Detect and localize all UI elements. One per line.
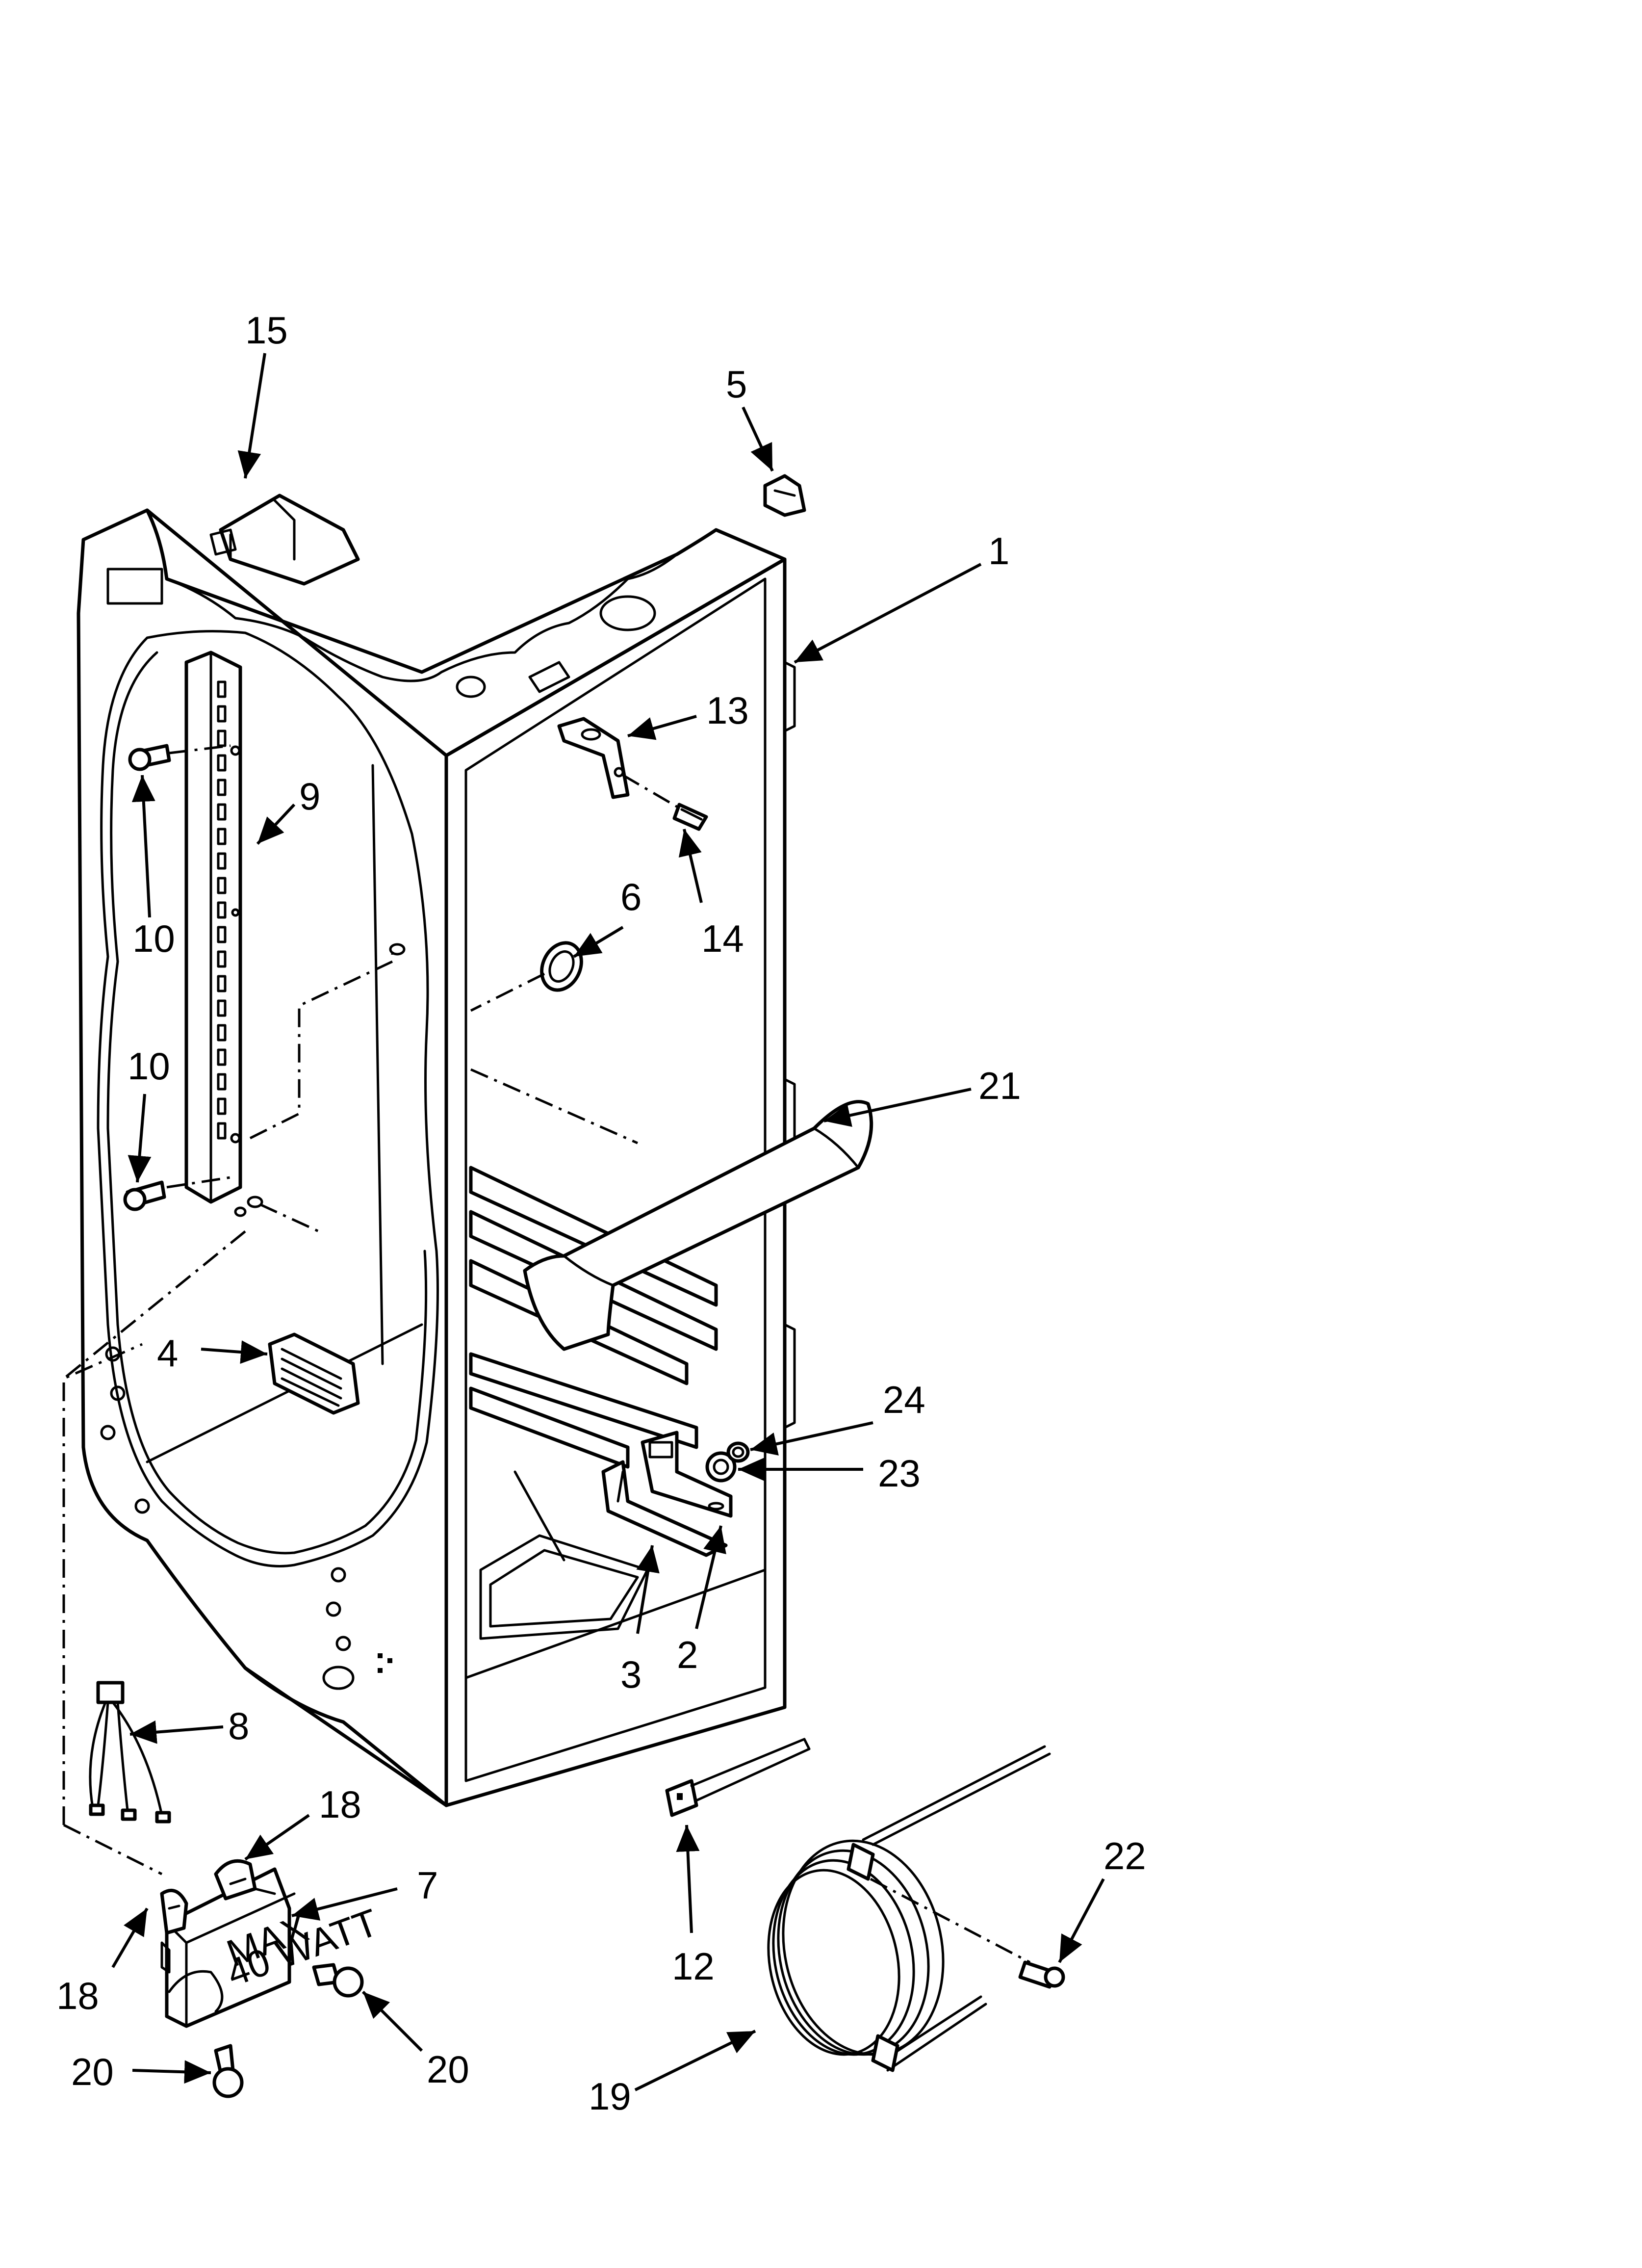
callout-labels: 15 5 1 13 9 10 14 6 10 21 4 24 23 2 3 8 … (56, 309, 1146, 2118)
part-23-knob (705, 1451, 737, 1483)
part-10-screw-lower (123, 1176, 231, 1211)
callout-20-left: 20 (71, 2050, 114, 2093)
callout-18-upper: 18 (319, 1783, 361, 1826)
part-18-clip-lower (160, 1888, 188, 1935)
part-5-clip (763, 474, 806, 517)
callout-5: 5 (726, 363, 747, 406)
callout-21: 21 (978, 1064, 1021, 1107)
part-20-bulb-right (312, 1963, 364, 1998)
part-2-bracket (641, 1431, 733, 1518)
part-21-air-duct-cover (470, 1068, 873, 1351)
callout-13: 13 (706, 689, 749, 732)
callout-2: 2 (677, 1633, 698, 1676)
part-15-control-housing (209, 494, 360, 586)
part-20-bulb-left (212, 2044, 244, 2098)
callout-7: 7 (417, 1864, 438, 1907)
part-4-grille (268, 1332, 360, 1415)
part-24-spring (726, 1441, 750, 1463)
callout-8: 8 (228, 1704, 249, 1747)
callout-12: 12 (672, 1945, 715, 1988)
part-8-wire-harness (89, 1681, 171, 1824)
cabinet-liner (77, 508, 796, 1807)
callout-6: 6 (620, 875, 641, 918)
callout-10-lower: 10 (128, 1044, 170, 1088)
part-12-cable-tie (665, 1738, 811, 1817)
callout-10-upper: 10 (132, 917, 175, 960)
part-9-rail (184, 651, 242, 1204)
callout-22: 22 (1103, 1834, 1146, 1877)
part-18-clip-upper (214, 1859, 276, 1901)
callout-23: 23 (878, 1452, 921, 1495)
part-14-screw (672, 803, 708, 831)
part-19-tubing-coil (767, 1745, 1051, 2072)
part-22-screw (1018, 1960, 1065, 1989)
part-6-cap (470, 941, 583, 1012)
callout-24: 24 (883, 1378, 925, 1421)
part-7-light-housing: MAX 40 WATT (160, 1867, 384, 2028)
leader-arrows (111, 353, 1105, 2091)
callout-4: 4 (157, 1331, 178, 1375)
part-10-screw-upper (128, 744, 231, 771)
part-13-bracket (557, 717, 683, 811)
callout-18-lower: 18 (56, 1974, 99, 2017)
callout-15: 15 (245, 309, 288, 352)
callout-14: 14 (701, 917, 744, 960)
callout-9: 9 (299, 775, 320, 818)
callout-20-right: 20 (427, 2048, 469, 2091)
callout-1: 1 (988, 529, 1009, 573)
callout-3: 3 (620, 1653, 641, 1696)
callout-19: 19 (589, 2075, 631, 2118)
